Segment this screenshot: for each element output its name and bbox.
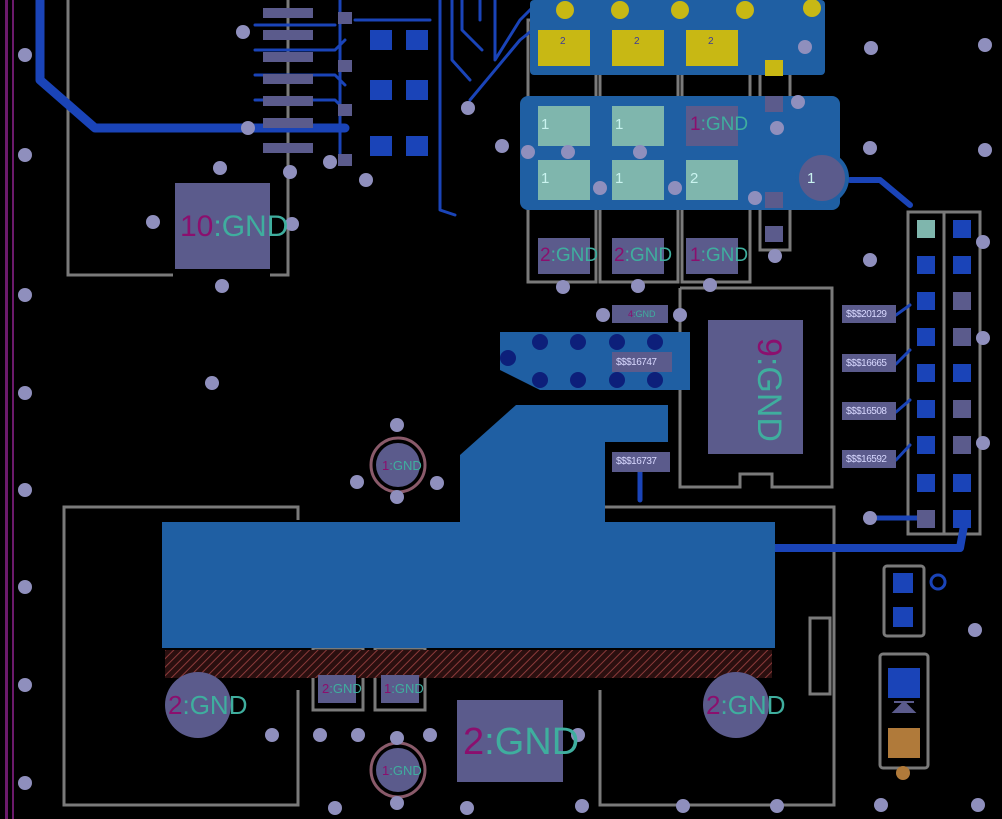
component-pads (165, 8, 971, 799)
diode-symbol (891, 700, 917, 713)
fill-vias (500, 334, 663, 388)
board-edge-left-inner (12, 0, 14, 819)
keepout-hatch (165, 650, 772, 678)
vias (18, 0, 992, 815)
board-edge-left (5, 0, 8, 819)
copper-traces (35, 0, 969, 552)
